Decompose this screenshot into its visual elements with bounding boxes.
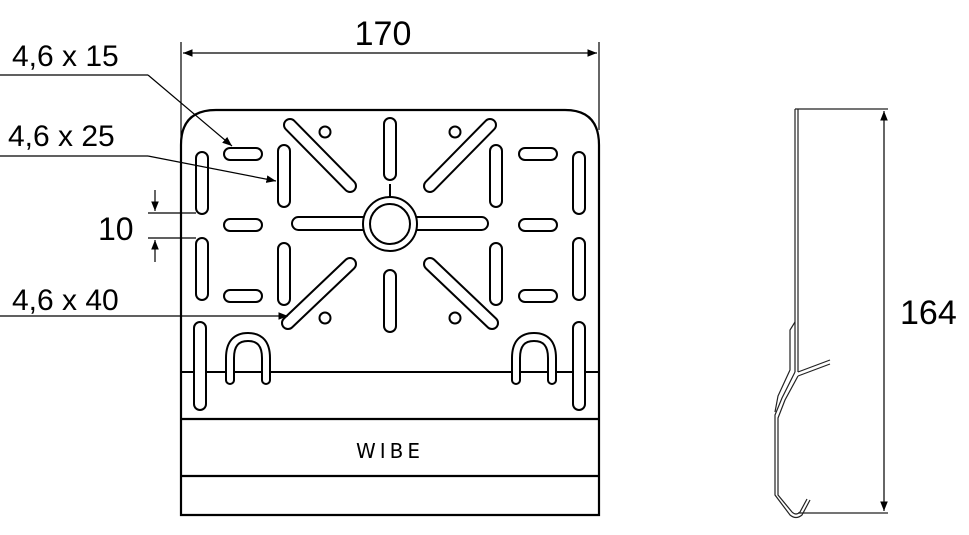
brand-label: WIBE xyxy=(356,439,424,463)
callout-label-25: 4,6 x 25 xyxy=(8,120,115,153)
spacing-callout-10: 10 xyxy=(98,190,196,262)
slot-callout-15: 4,6 x 15 xyxy=(0,40,233,147)
mounting-plate-front-view: WIBE xyxy=(179,108,601,517)
callout-label-10: 10 xyxy=(98,211,134,247)
callout-label-15: 4,6 x 15 xyxy=(12,40,119,73)
slot-callout-40: 4,6 x 40 xyxy=(0,284,288,320)
width-dimension-label: 170 xyxy=(355,15,412,53)
height-dimension: 164 xyxy=(880,111,957,511)
slot-callout-25: 4,6 x 25 xyxy=(0,120,277,183)
height-dimension-label: 164 xyxy=(900,294,957,332)
mounting-plate-side-view xyxy=(774,108,888,519)
callout-label-40: 4,6 x 40 xyxy=(12,284,119,317)
